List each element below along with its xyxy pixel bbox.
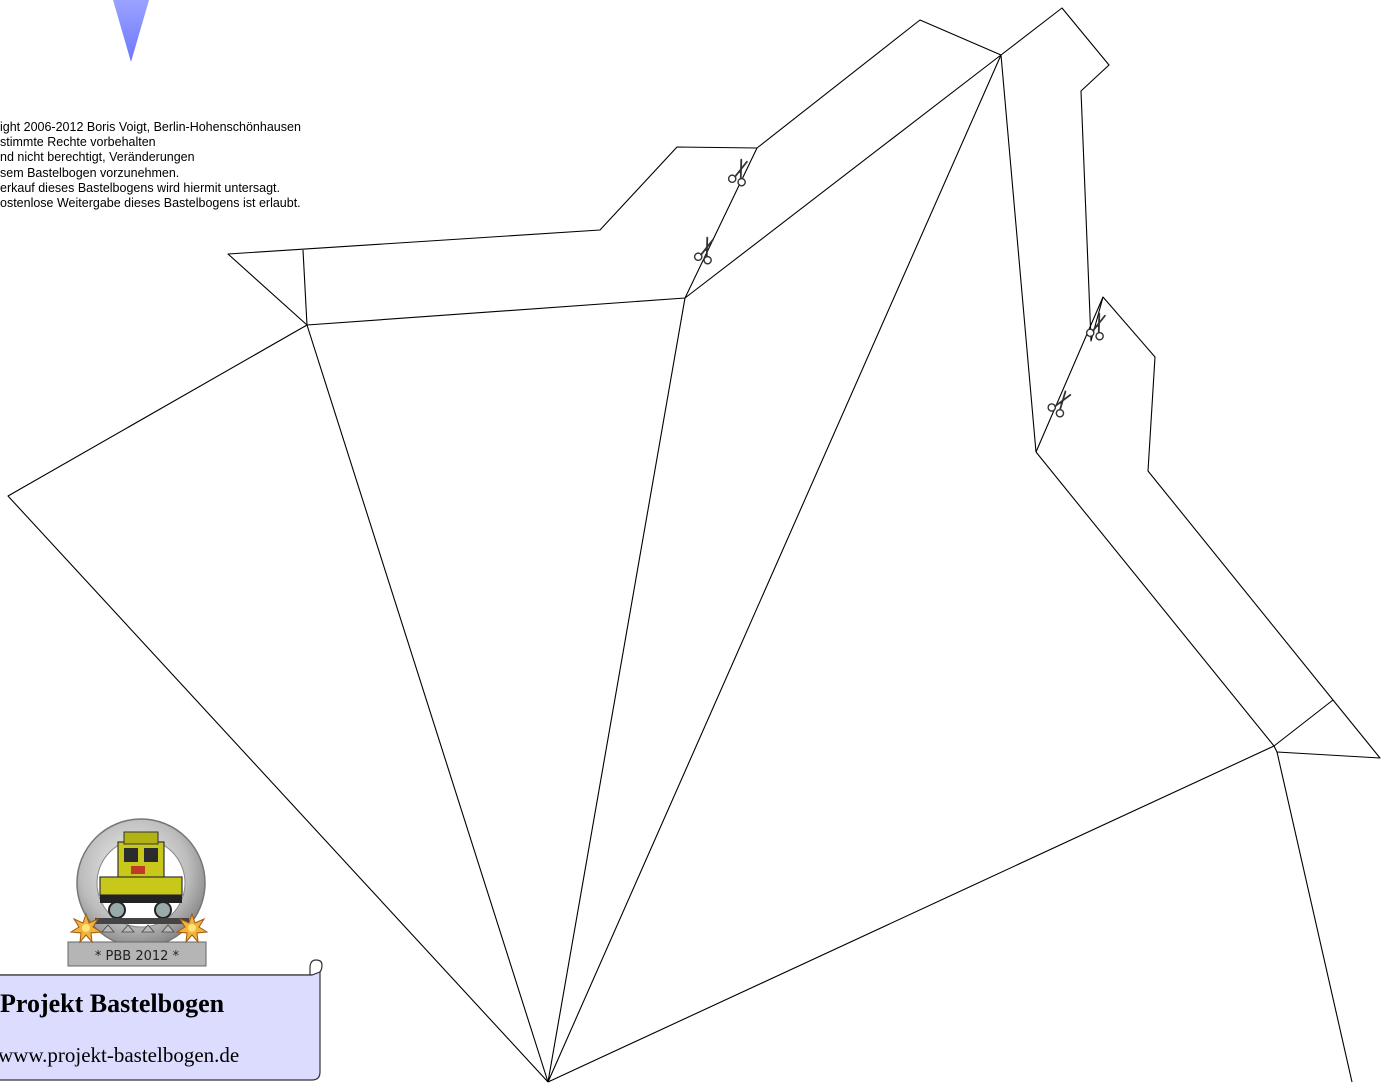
net-outline: [7, 7, 1381, 1083]
fold-lines: [302, 54, 1334, 1083]
banner-title: Projekt Bastelbogen: [0, 989, 225, 1018]
project-banner: Projekt Bastelbogen www.projekt-bastelbo…: [0, 959, 323, 1081]
copyright-line: erkauf dieses Bastelbogens wird hiermit …: [0, 180, 281, 195]
scissors-icon: [692, 234, 720, 266]
locomotive-icon: [95, 831, 189, 933]
scissors-icon: [726, 156, 754, 188]
copyright-line: ight 2006-2012 Boris Voigt, Berlin-Hohen…: [0, 120, 301, 134]
copyright-line: nd nicht berechtigt, Veränderungen: [0, 150, 195, 165]
banner-url: www.projekt-bastelbogen.de: [0, 1043, 239, 1067]
copyright-line: sem Bastelbogen vorzunehmen.: [0, 165, 180, 180]
scissors-icon: [1045, 387, 1076, 420]
copyright-notice: ight 2006-2012 Boris Voigt, Berlin-Hohen…: [0, 120, 420, 211]
copyright-line: ostenlose Weitergabe dieses Bastelbogens…: [0, 196, 301, 211]
copyright-line: stimmte Rechte vorbehalten: [0, 135, 156, 150]
badge-label: * PBB 2012 *: [95, 949, 180, 964]
arrow-marker-icon: [113, 0, 149, 62]
papercraft-net: [7, 7, 1381, 1083]
pbb-badge: * PBB 2012 *: [67, 818, 208, 967]
